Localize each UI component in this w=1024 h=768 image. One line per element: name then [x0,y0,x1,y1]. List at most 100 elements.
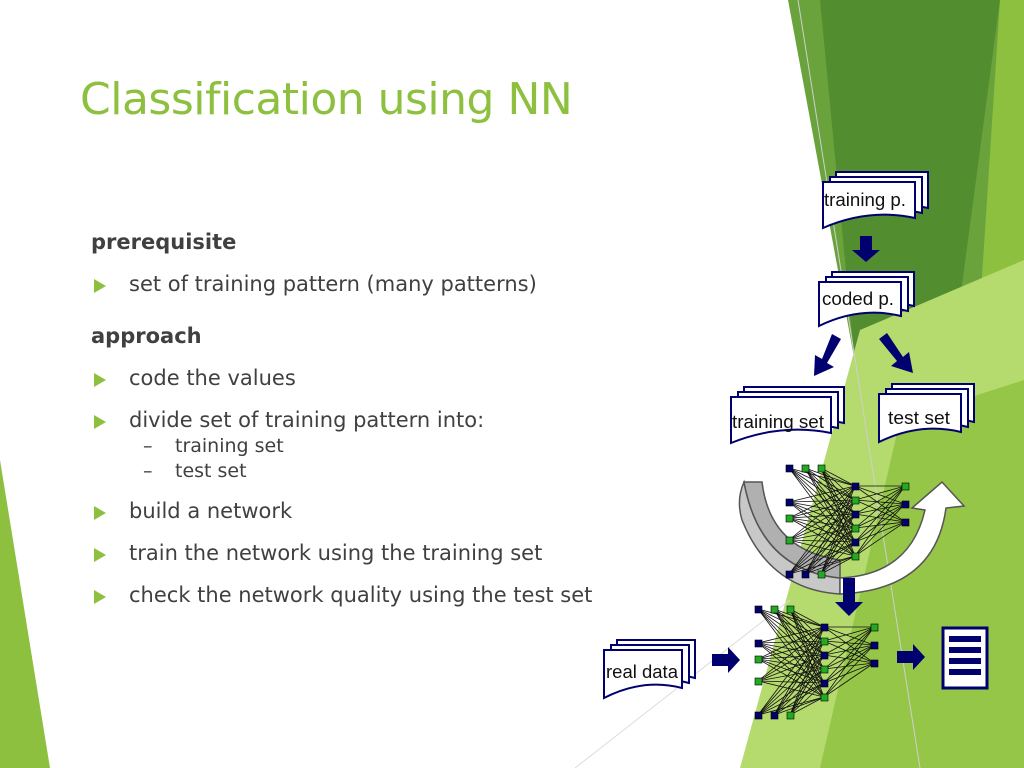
heading-approach: approach [91,324,202,348]
network-connection [773,640,825,716]
network-node [851,510,860,519]
network-node [820,637,829,646]
network-connection [820,499,856,575]
network-connection [788,485,856,519]
network-node [851,538,860,547]
network-connection [788,485,856,575]
sub-bullet-text: training set [175,435,284,457]
network-connection [804,467,856,557]
network-connection [757,640,825,660]
network-node [754,655,763,664]
network-connection [788,527,856,575]
network-connection [788,499,856,575]
sub-bullet-text: test set [175,460,247,482]
network-connection [789,654,825,716]
network-connection [789,626,825,716]
document-stack-real-data: real data [603,639,696,700]
network-connection [820,467,856,557]
network-connection [804,513,856,575]
sub-bullet-dash: – [143,460,153,482]
arrow-down-right-icon [879,333,913,373]
label-real-data: real data [606,662,679,682]
bullet-arrow-icon [94,279,106,293]
network-node [870,641,879,650]
network-connection [823,626,875,656]
network-connection [823,626,875,642]
network-connection [854,485,906,515]
network-connection [757,668,825,716]
network-connection [820,513,856,575]
bullet-arrow-icon [94,506,106,520]
network-node [754,711,763,720]
network-connection [854,503,906,557]
network-connection [854,485,906,523]
network-node [801,570,810,579]
arrow-down-icon [852,236,880,262]
network-connection [823,640,875,646]
bullet-text: code the values [129,366,296,390]
network-connection [757,626,825,716]
network-connection [788,467,856,487]
label-coded-patterns: coded p. [822,289,894,309]
network-connection [789,608,825,698]
network-connection [789,608,825,670]
neural-network-upper [785,464,910,579]
network-connection [854,521,906,557]
network-connection [854,485,906,505]
bullet-arrow-icon [94,590,106,604]
bullet-text: build a network [129,499,293,523]
document-stack-test-set: test set [878,383,975,444]
network-connection [789,668,825,716]
network-connection [823,644,875,684]
network-connection [757,658,825,670]
network-node [851,552,860,561]
network-connection [788,539,856,543]
network-node [870,623,879,632]
network-node [901,518,910,527]
network-node [851,524,860,533]
network-connection [820,527,856,575]
network-connection [823,644,875,670]
network-node [817,570,826,579]
network-node [770,605,779,614]
network-connection [854,503,906,515]
network-node [785,464,794,473]
network-node [754,677,763,686]
network-node [820,693,829,702]
network-node [754,639,763,648]
arrow-right-icon [712,647,740,673]
network-connection [773,654,825,716]
network-connection [823,626,875,670]
network-connection [789,640,825,716]
document-stack-coded-patterns: coded p. [818,271,915,328]
network-connection [757,668,825,682]
network-connection [788,499,856,519]
curved-arrow-train-inner [743,481,841,579]
network-connection [820,541,856,575]
network-node [820,651,829,660]
network-connection [823,626,875,684]
arrow-down-left-icon [814,334,841,376]
network-node [770,711,779,720]
network-connection [823,644,875,656]
network-connection [854,521,906,543]
network-connection [804,485,856,575]
network-node [851,496,860,505]
network-connection [854,499,906,505]
network-node [785,536,794,545]
network-node [786,711,795,720]
bullet-text: divide set of training pattern into: [129,408,485,432]
network-connection [788,485,856,541]
network-connection [854,499,906,523]
network-connection [820,485,856,575]
network-connection [823,662,875,670]
bullet-text: check the network quality using the test… [129,583,593,607]
network-connection [820,555,856,575]
network-connection [823,654,875,664]
heading-prerequisite: prerequisite [91,230,237,254]
network-node [786,605,795,614]
label-test-set: test set [888,408,950,428]
network-node [851,482,860,491]
